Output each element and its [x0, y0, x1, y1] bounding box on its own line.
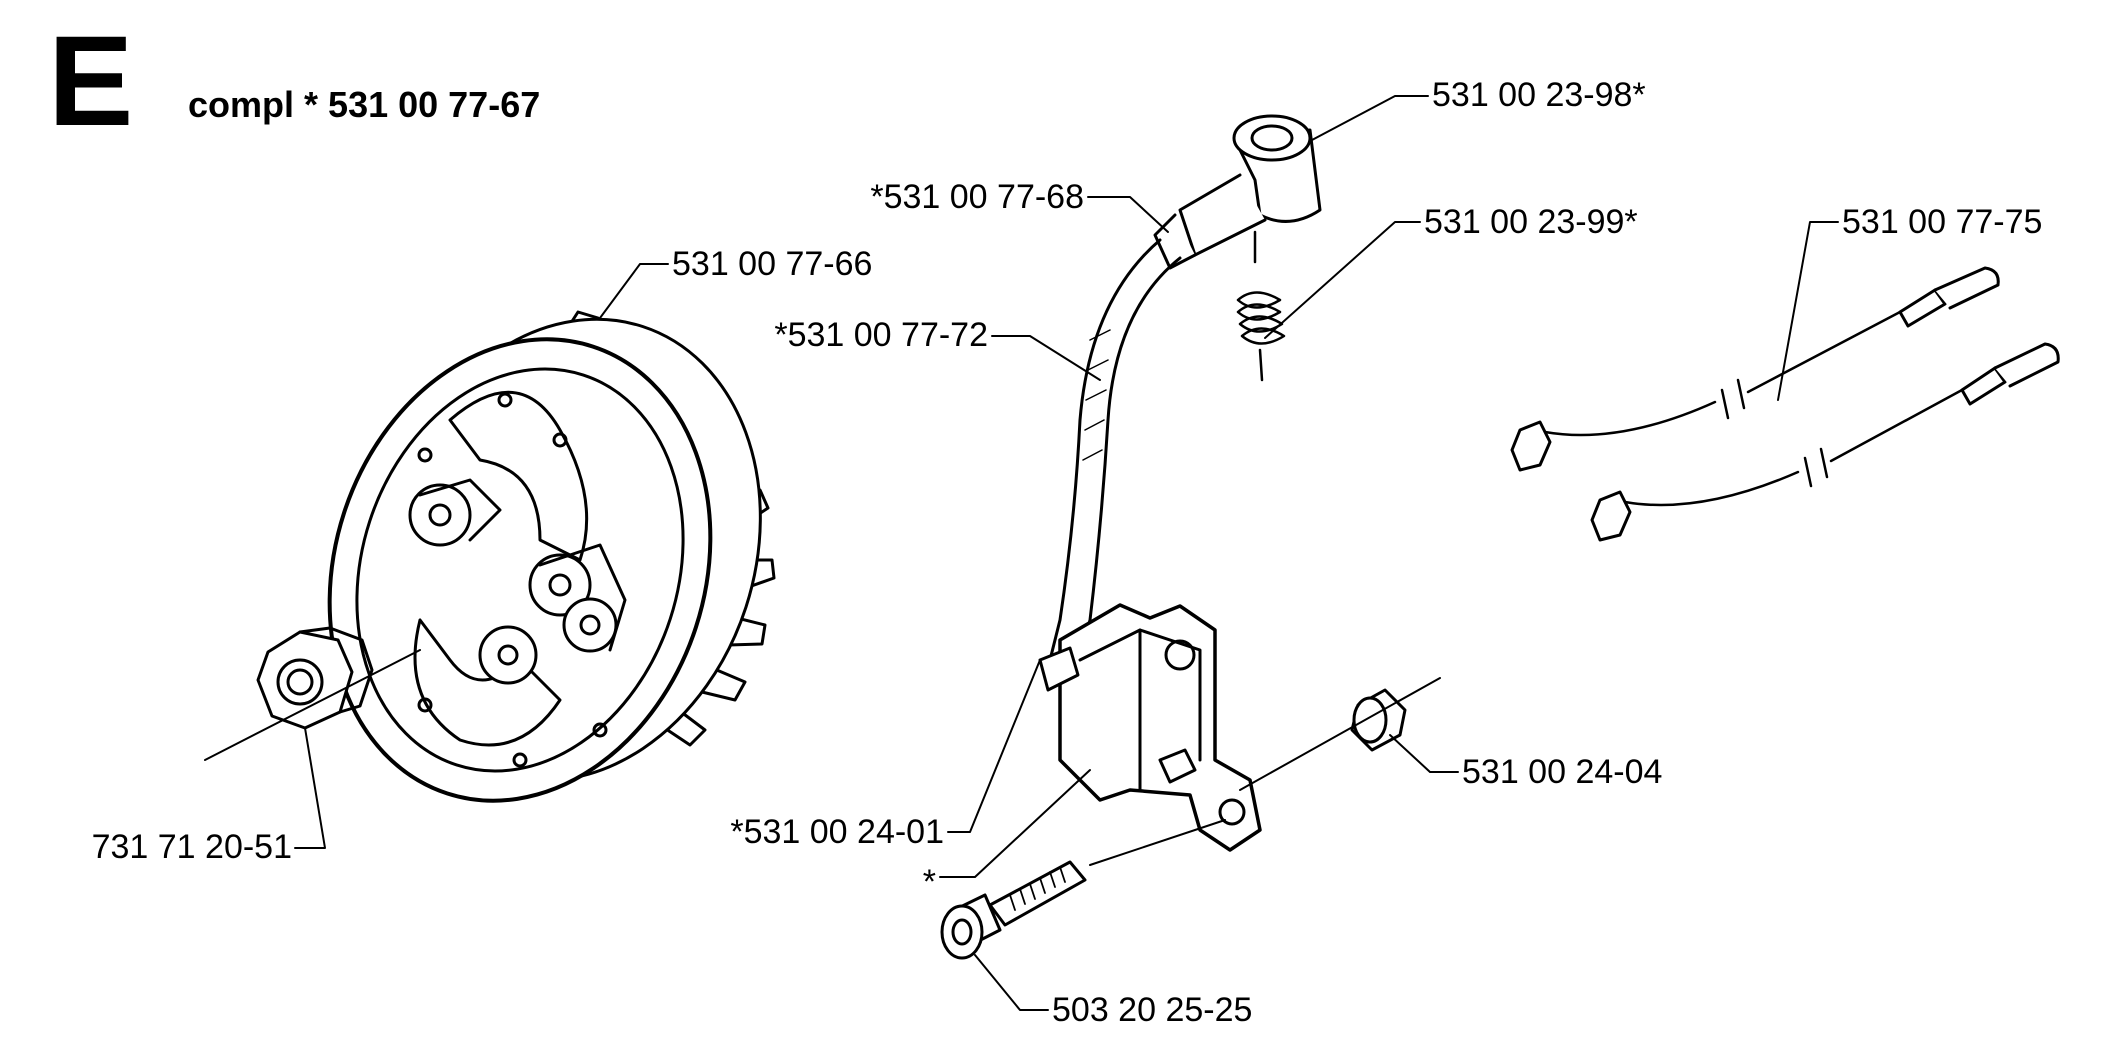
label-boot-cap: 531 00 23-98* [1432, 76, 1646, 114]
shaft-axis-line [204, 649, 421, 761]
spark-plug-boot [1153, 114, 1322, 270]
label-cable: *531 00 77-72 [774, 316, 988, 354]
ignition-cable [1048, 238, 1182, 662]
label-nut: 731 71 20-51 [91, 828, 292, 866]
leader-lines [294, 95, 1839, 1011]
assembly-number: 531 00 77-67 [328, 84, 541, 125]
label-spring: 531 00 23-99* [1424, 203, 1638, 241]
label-coil-wire-end: *531 00 24-01 [730, 813, 944, 851]
spark-plug-spring [1236, 230, 1286, 382]
mounting-screw [940, 860, 1087, 960]
ignition-wire-set [1510, 266, 2060, 542]
ignition-coil [1038, 603, 1262, 852]
flywheel [327, 310, 776, 803]
label-coil-star: * [922, 863, 936, 901]
label-bushing: 531 00 24-04 [1462, 753, 1663, 791]
label-flywheel: 531 00 77-66 [672, 245, 873, 283]
label-boot-tube: *531 00 77-68 [870, 178, 1084, 216]
section-letter: E [48, 10, 134, 153]
bushing-axis-line [1239, 677, 1441, 791]
flywheel-nut [256, 626, 374, 730]
screw-axis-line [1089, 819, 1226, 866]
label-wire-set: 531 00 77-75 [1842, 203, 2043, 241]
assembly-title: compl * 531 00 77-67 [188, 84, 540, 126]
label-screw: 503 20 25-25 [1052, 991, 1253, 1029]
assembly-prefix: compl * [188, 84, 319, 125]
